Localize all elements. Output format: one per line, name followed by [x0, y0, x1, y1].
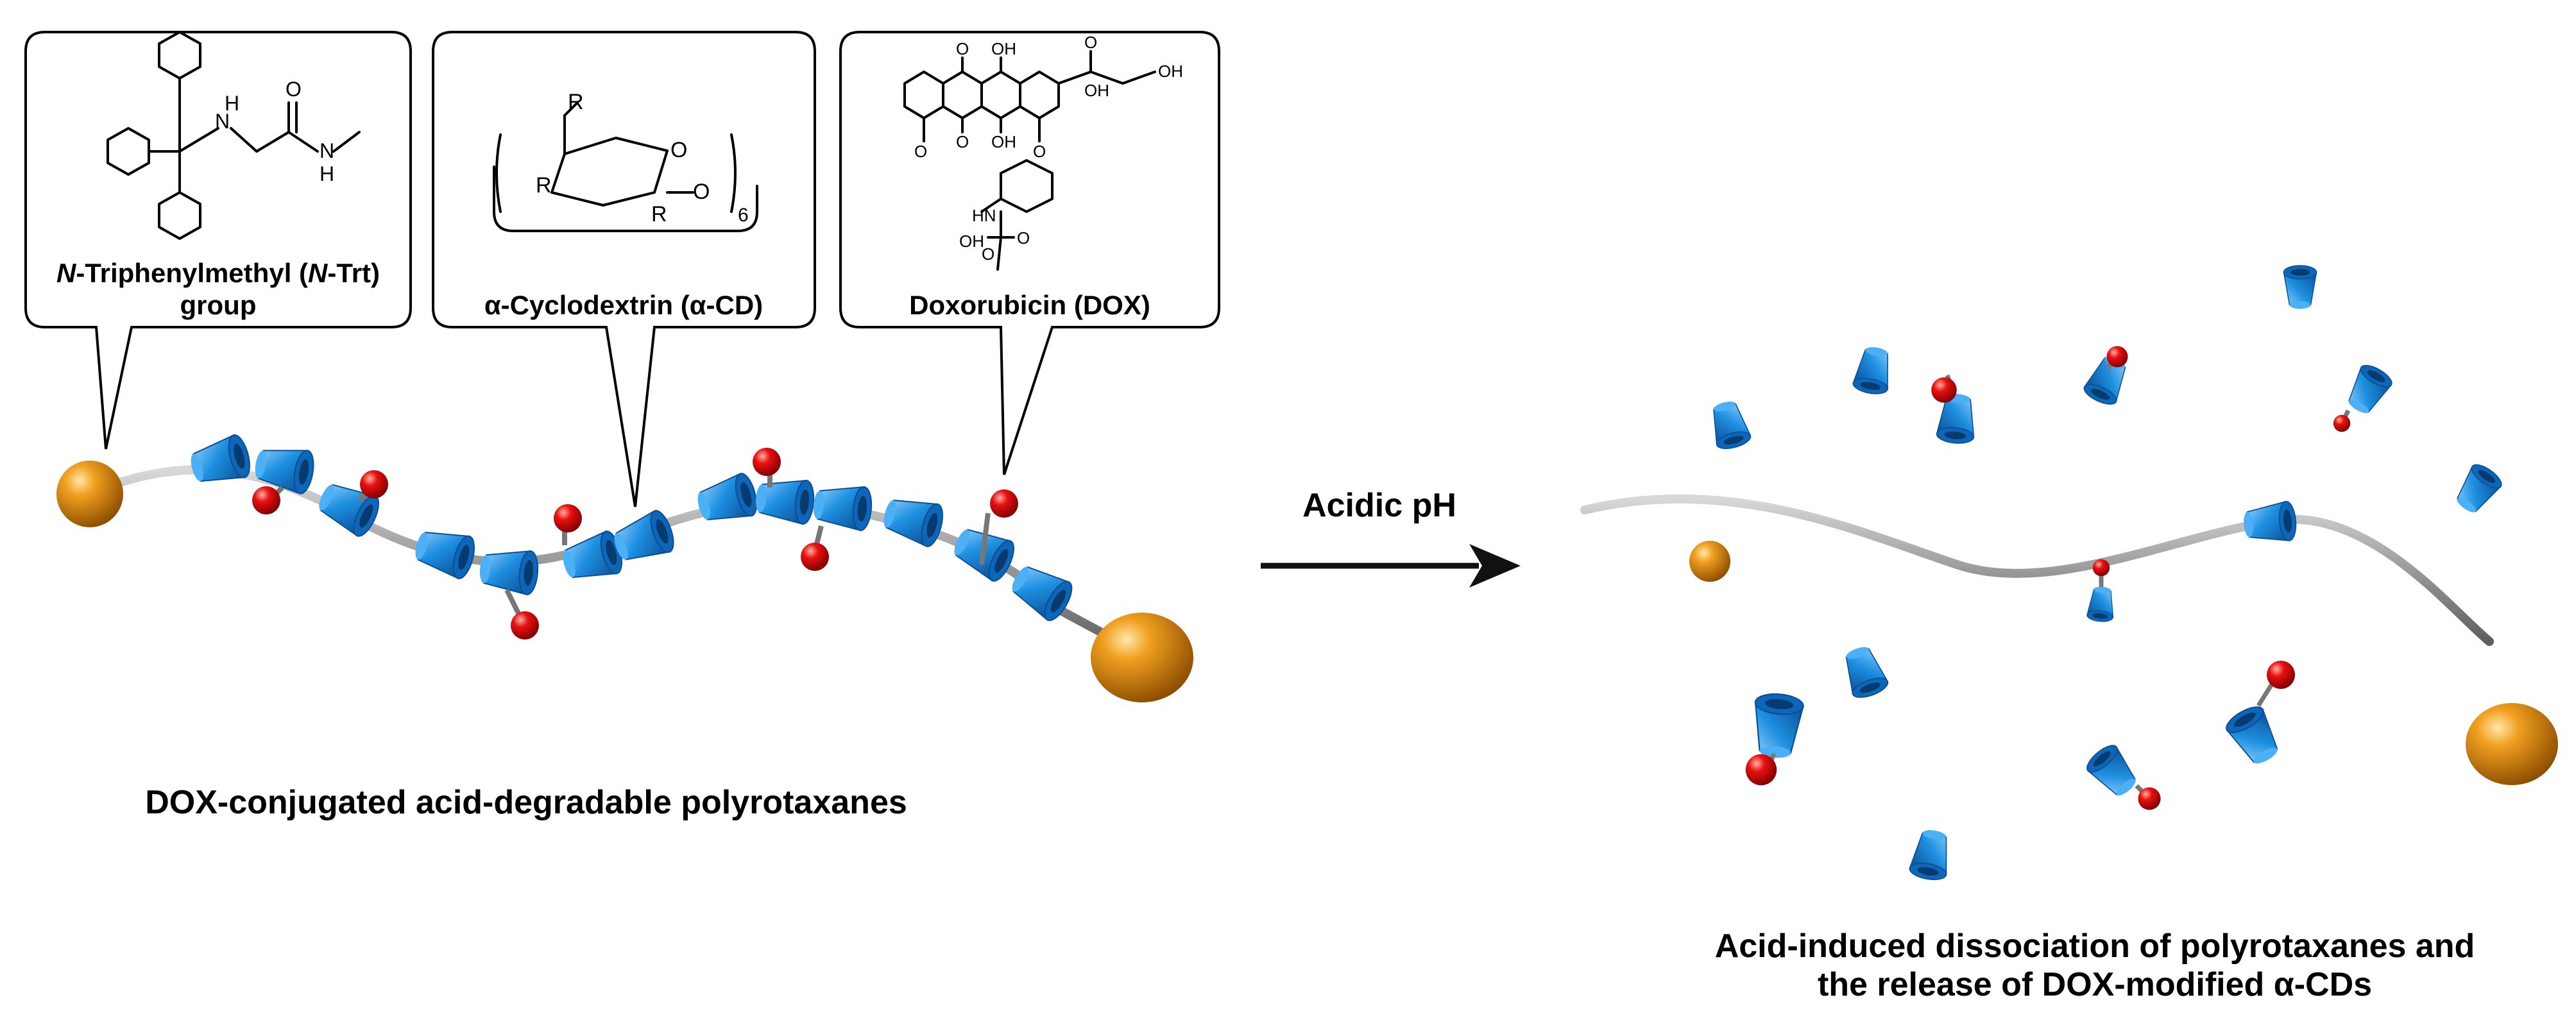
dox-sphere-4: [554, 504, 582, 532]
axle-right: [1580, 494, 2494, 646]
stopper-right: [1091, 613, 1193, 702]
dox-oh5: OH: [959, 232, 984, 251]
free-cd-ring-8: [2086, 585, 2117, 624]
dox-o7: O: [982, 244, 994, 264]
dox-o1: O: [956, 39, 969, 58]
stopper-left: [56, 461, 123, 527]
dox-sphere-1: [252, 486, 280, 514]
dox-o6: O: [1017, 228, 1030, 248]
free-dox-7: [2267, 661, 2295, 689]
callout-dox: O OH O OH O OH OH O O HN OH O O Doxorubi…: [839, 31, 1220, 475]
stopper-free-small: [1689, 541, 1730, 582]
cd-ring-9: [753, 475, 816, 526]
free-cd-ring-1: [1706, 397, 1753, 452]
callout-trt: N H O N H N-Triphenylmethyl (N-Trt) grou…: [24, 31, 412, 450]
free-dox-5: [1745, 754, 1777, 786]
polyrotaxane-dissociated: [1580, 265, 2558, 883]
dox-nh: HN: [972, 206, 996, 225]
free-dox-3: [2333, 414, 2351, 432]
trt-o: O: [286, 78, 302, 101]
trt-nh-n: N: [215, 110, 230, 133]
free-cd-ring-6: [2341, 361, 2396, 420]
dox-oh3: OH: [1084, 81, 1109, 100]
dox-sphere-3: [511, 611, 539, 640]
dox-structure: O OH O OH O OH OH O O HN OH O O: [903, 33, 1183, 271]
cd-r-top: R: [568, 90, 584, 114]
cd-ring-11: [878, 491, 948, 550]
free-dox-2: [2106, 346, 2128, 368]
dox-sphere-6: [801, 543, 829, 571]
cd-title: α-Cyclodextrin (α-CD): [484, 290, 763, 320]
trt-title-line2: group: [180, 290, 257, 320]
free-cd-ring-11: [2082, 740, 2144, 803]
cd-repeat-n: 6: [738, 205, 749, 226]
dox-oh4: OH: [1158, 62, 1183, 81]
right-caption-line2: the release of DOX-modified α-CDs: [1818, 966, 2372, 1003]
free-cd-ring-10: [1838, 641, 1891, 702]
cd-ring-1: [185, 432, 255, 491]
free-cd-ring-2: [1851, 344, 1895, 397]
polyrotaxane-assembled: [56, 432, 1193, 702]
cd-glucose-structure: R R R O O 6: [493, 90, 758, 232]
free-cd-ring-13: [1907, 826, 1954, 883]
trityl-structure: N H O N H: [107, 31, 361, 240]
trt-amide-n: N: [320, 139, 334, 162]
dox-o2: O: [956, 132, 969, 151]
cd-ring-4: [410, 523, 479, 582]
free-dox-6: [2138, 787, 2161, 810]
free-cd-ring-9: [1750, 691, 1805, 761]
right-caption-line1: Acid-induced dissociation of polyrotaxan…: [1715, 928, 2475, 965]
free-dox-1: [1931, 377, 1957, 403]
reaction-arrow: [1261, 544, 1521, 588]
callout-cd: R R R O O 6 α-Cyclodextrin (α-CD): [432, 31, 816, 507]
dox-oh2: OH: [991, 132, 1016, 151]
cd-o-ring: O: [670, 138, 687, 162]
stopper-free-large: [2466, 703, 2558, 785]
trt-title: N-Triphenylmethyl (N-Trt): [56, 258, 380, 288]
dox-sphere-7: [990, 489, 1018, 518]
dox-sphere-2: [360, 470, 388, 498]
free-cd-ring-5: [2283, 265, 2317, 310]
cd-ring-on-axle: [2241, 500, 2298, 545]
cd-ring-10: [811, 482, 874, 532]
dox-oh1: OH: [991, 39, 1016, 58]
left-caption: DOX-conjugated acid-degradable polyrotax…: [145, 784, 907, 821]
cd-ring-8: [692, 470, 762, 529]
dox-title: Doxorubicin (DOX): [909, 290, 1150, 320]
cd-r-left: R: [536, 173, 552, 198]
trt-amide-h: H: [320, 162, 334, 185]
dox-sphere-5: [753, 448, 781, 476]
dox-o5: O: [1033, 142, 1046, 161]
cd-r-right: R: [651, 202, 667, 226]
trt-nh-h: H: [225, 92, 239, 115]
cd-o-link: O: [693, 180, 710, 204]
arrow-label: Acidic pH: [1302, 487, 1456, 524]
dox-o4: O: [914, 142, 927, 161]
free-cd-ring-12: [2222, 701, 2287, 771]
dox-o3: O: [1084, 33, 1097, 52]
free-cd-ring-7: [2449, 460, 2506, 519]
free-dox-4: [2092, 559, 2110, 577]
cd-ring-5: [477, 546, 540, 597]
